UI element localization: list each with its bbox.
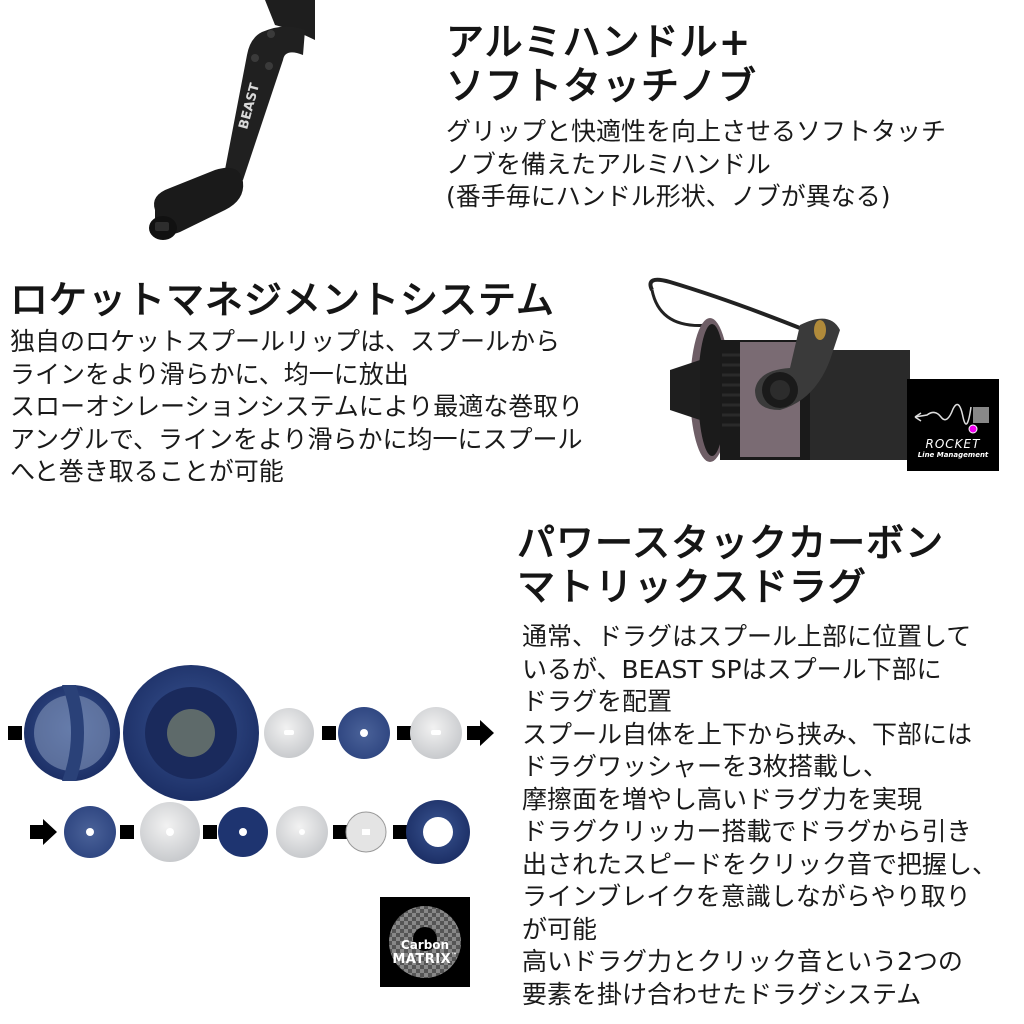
section3-body-line: いるが、BEAST SPはスプール下部に bbox=[522, 654, 942, 684]
trademark-symbol: ™ bbox=[451, 952, 458, 959]
section2-body: 独自のロケットスプールリップは、スプールから ラインをより滑らかに、均一に放出 … bbox=[10, 326, 583, 489]
section2-body-line: スローオシレーションシステムにより最適な巻取り bbox=[10, 392, 584, 421]
carbon-matrix-line2: MATRIX™ bbox=[380, 952, 470, 967]
section3-body: 通常、ドラグはスプール上部に位置して いるが、BEAST SPはスプール下部に … bbox=[522, 621, 997, 1011]
section1-title-line: アルミハンドル+ bbox=[446, 20, 752, 64]
section3-body-line: 通常、ドラグはスプール上部に位置して bbox=[522, 622, 972, 651]
section2-body-line: 独自のロケットスプールリップは、スプールから bbox=[10, 327, 561, 356]
section1-body-line: ノブを備えたアルミハンドル bbox=[446, 149, 771, 179]
section2-body-line: ラインをより滑らかに、均一に放出 bbox=[10, 359, 409, 389]
carbon-matrix-logo: Carbon MATRIX™ bbox=[380, 897, 470, 987]
carbon-matrix-word: MATRIX bbox=[392, 952, 452, 967]
section3-body-line: 摩擦面を増やし高いドラグ力を実現 bbox=[522, 784, 923, 814]
section1-body: グリップと快適性を向上させるソフトタッチ ノブを備えたアルミハンドル (番手毎に… bbox=[446, 116, 946, 214]
rocket-logo-subtitle: Line Management bbox=[917, 451, 989, 459]
section1-body-line: (番手毎にハンドル形状、ノブが異なる) bbox=[446, 182, 891, 211]
section3-body-line: 高いドラグ力とクリック音という2つの bbox=[522, 947, 963, 976]
section3-body-line: ラインブレイクを意識しながらやり取り bbox=[522, 882, 971, 911]
section1-body-line: グリップと快適性を向上させるソフトタッチ bbox=[446, 117, 947, 146]
carbon-matrix-line1: Carbon bbox=[400, 938, 450, 952]
rocket-line-management-logo: ROCKET Line Management bbox=[907, 379, 999, 471]
section1-title: アルミハンドル+ ソフトタッチノブ bbox=[446, 20, 757, 108]
drag-stack-diagram bbox=[0, 640, 500, 870]
section3-body-line: ドラグクリッカー搭載でドラグから引き bbox=[522, 817, 972, 846]
section1-title-line: ソフトタッチノブ bbox=[446, 64, 757, 108]
section3-body-line: ドラグワッシャーを3枚搭載し、 bbox=[522, 752, 888, 781]
section2-title: ロケットマネジメントシステム bbox=[10, 278, 555, 322]
section3-body-line: スプール自体を上下から挟み、下部には bbox=[522, 719, 973, 749]
section2-body-line: アングルで、ラインをより滑らかに均一にスプール bbox=[10, 424, 583, 454]
section3-body-line: が可能 bbox=[522, 914, 598, 944]
section3-body-line: 出されたスピードをクリック音で把握し、 bbox=[522, 849, 998, 879]
section3-title-line: マトリックスドラグ bbox=[517, 565, 867, 609]
reel-spool-image bbox=[640, 270, 910, 480]
section2-body-line: へと巻き取ることが可能 bbox=[10, 457, 284, 486]
section3-title: パワースタックカーボン マトリックスドラグ bbox=[517, 521, 944, 609]
handle-image: BEAST bbox=[135, 0, 315, 250]
section3-body-line: ドラグを配置 bbox=[522, 687, 673, 716]
rocket-logo-title: ROCKET bbox=[925, 437, 981, 451]
section3-title-line: パワースタックカーボン bbox=[517, 521, 945, 565]
section3-body-line: 要素を掛け合わせたドラグシステム bbox=[522, 979, 922, 1009]
